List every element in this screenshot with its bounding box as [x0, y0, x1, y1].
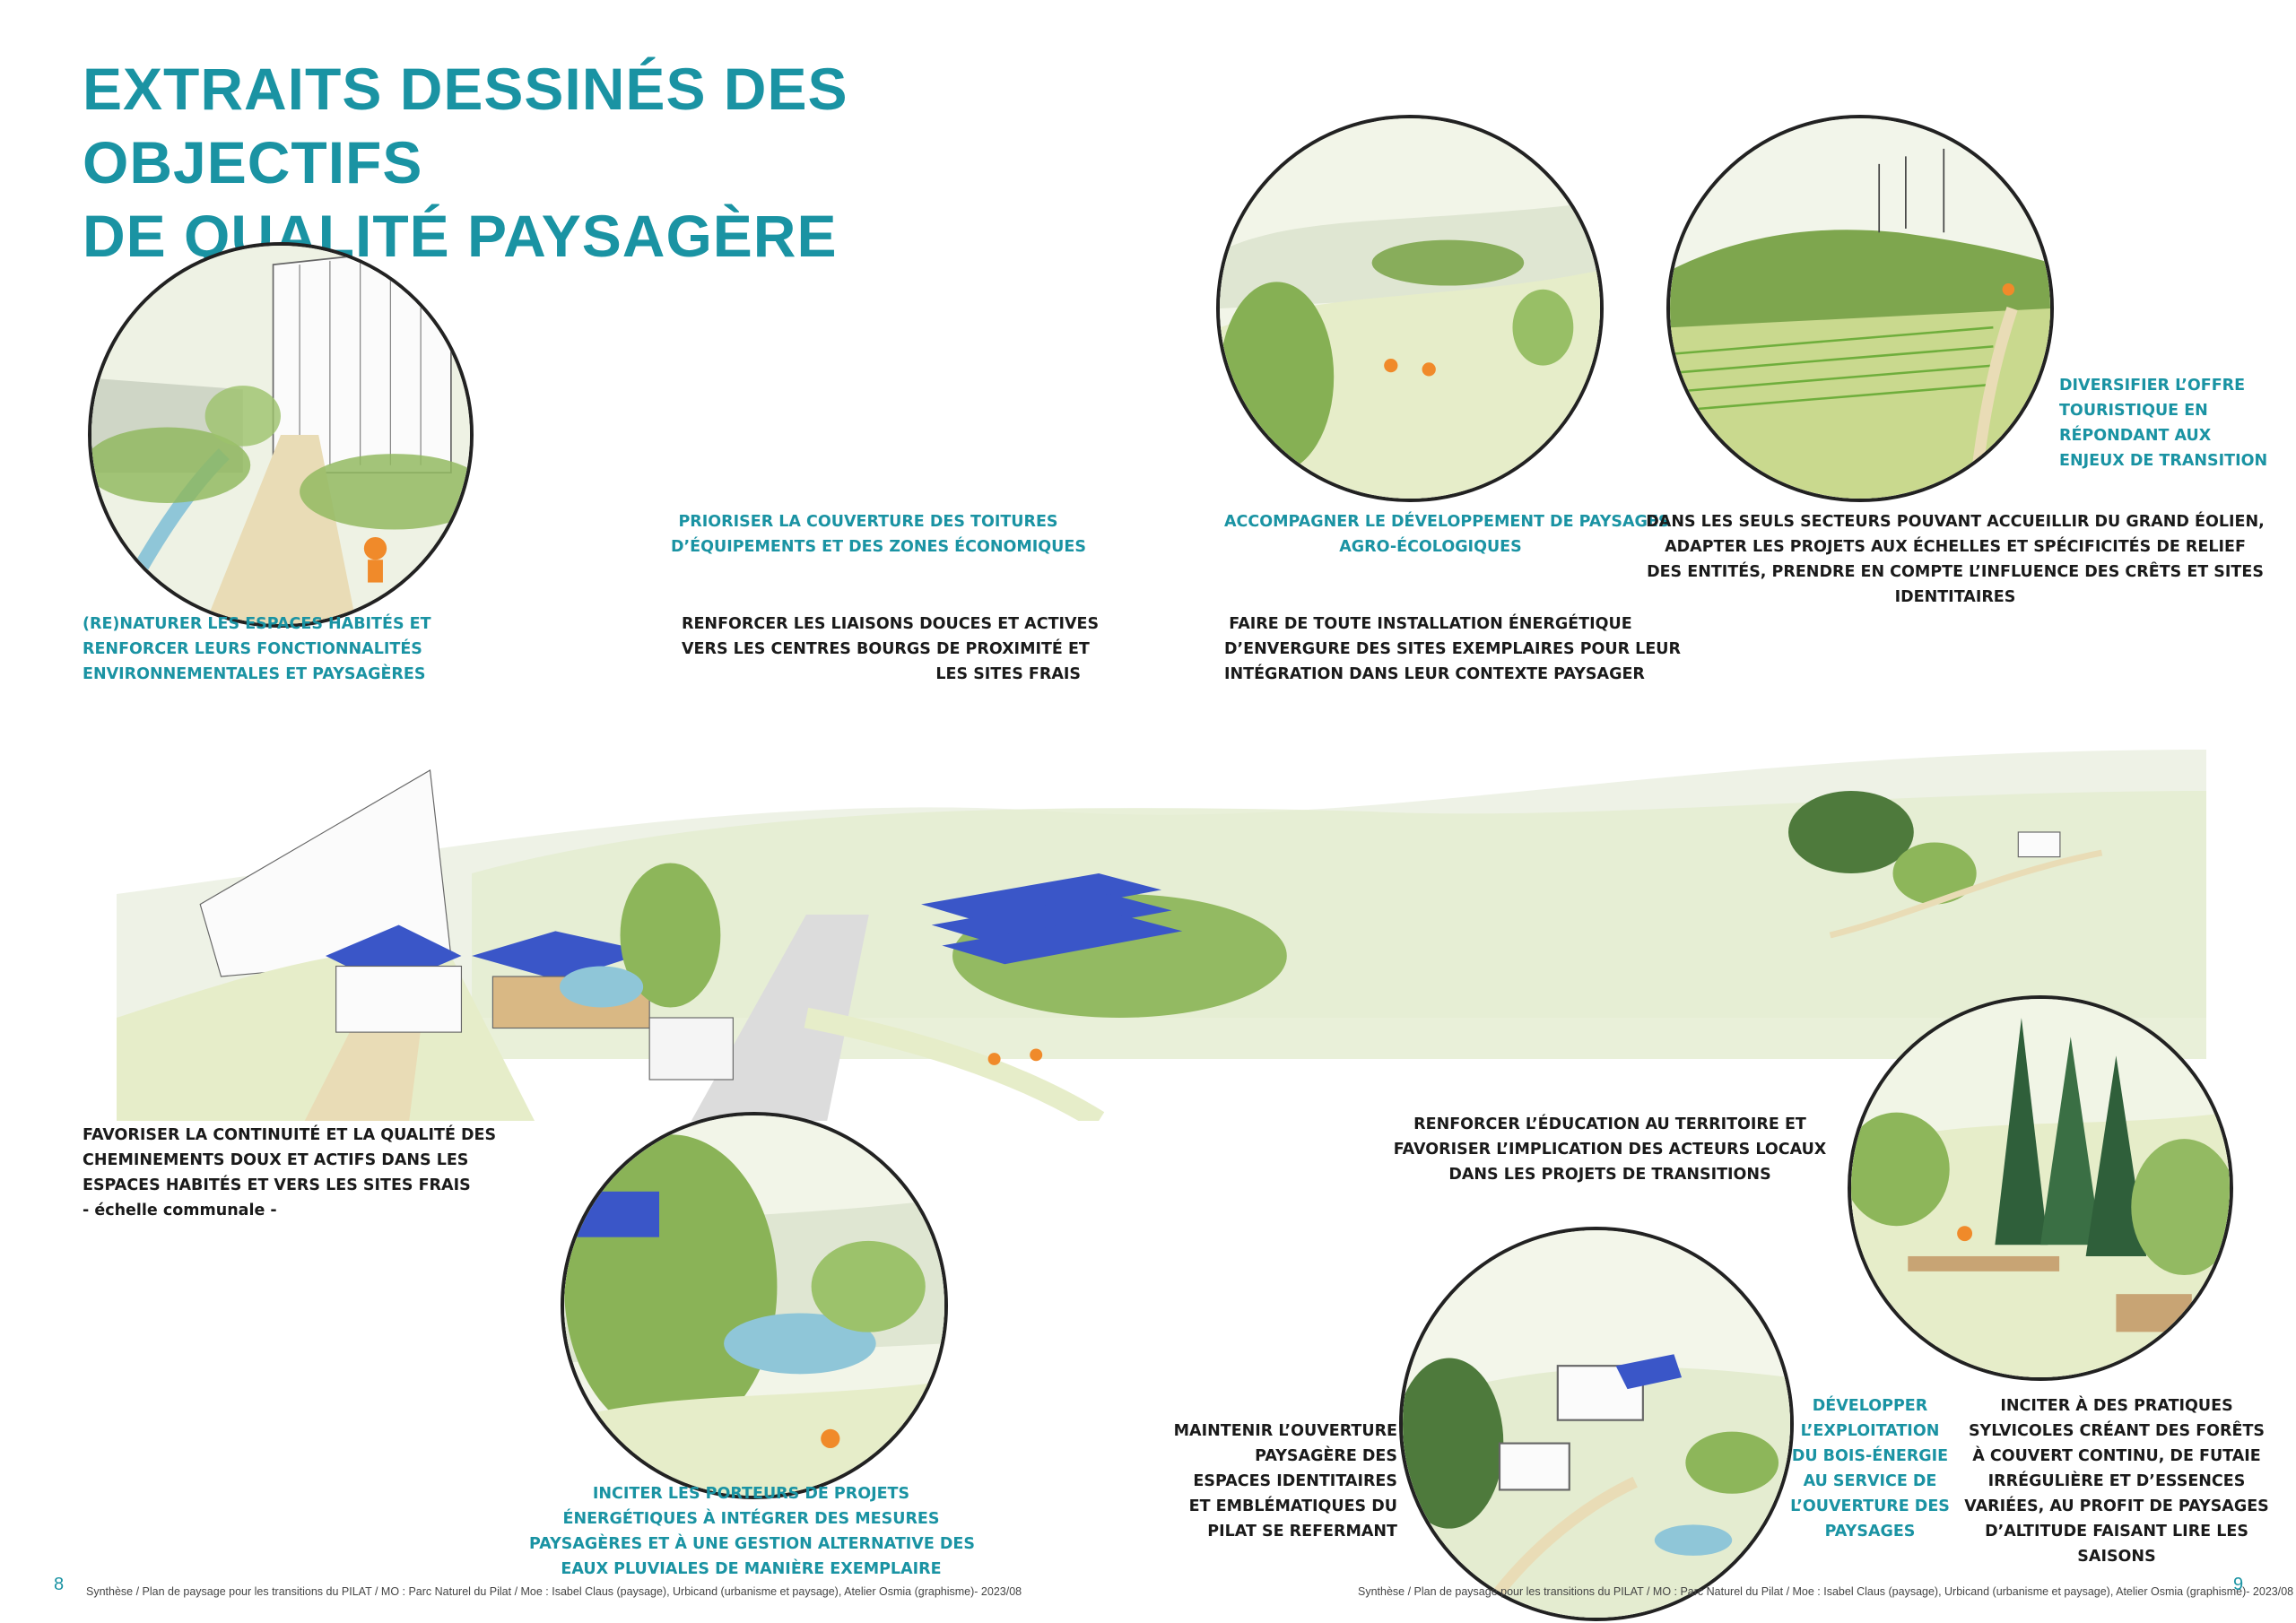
illustration-forest: [1848, 995, 2233, 1381]
caption-eolien: DANS LES SEULS SECTEURS POUVANT ACCUEILL…: [1646, 513, 2265, 606]
page-number-left: 8: [54, 1575, 65, 1594]
caption-accompagner: ACCOMPAGNER LE DÉVELOPPEMENT DE PAYSAGES…: [1224, 513, 1670, 556]
caption-sylvicoles: INCITER À DES PRATIQUES SYLVICOLES CRÉAN…: [1964, 1397, 2269, 1566]
caption-favoriser: FAVORISER LA CONTINUITÉ ET LA QUALITÉ DE…: [83, 1123, 496, 1223]
footer-credits-left: Synthèse / Plan de paysage pour les tran…: [86, 1585, 1022, 1598]
caption-education: RENFORCER L’ÉDUCATION AU TERRITOIRE ET F…: [1393, 1115, 1827, 1184]
page-title: EXTRAITS DESSINÉS DES OBJECTIFS DE QUALI…: [83, 52, 1159, 273]
caption-maintenir: MAINTENIR L’OUVERTURE PAYSAGÈRE DES ESPA…: [1173, 1422, 1397, 1541]
footer-credits-right: Synthèse / Plan de paysage pour les tran…: [1358, 1585, 2294, 1598]
landscape-panorama: [117, 708, 2206, 1130]
illustration-wind-turbines: [1666, 115, 2054, 502]
caption-developper: DÉVELOPPER L’EXPLOITATION DU BOIS-ÉNERGI…: [1790, 1397, 1950, 1541]
caption-faire: FAIRE DE TOUTE INSTALLATION ÉNERGÉTIQUE …: [1224, 615, 1681, 683]
caption-renaturer: (RE)NATURER LES ESPACES HABITÉS ET RENFO…: [83, 615, 431, 683]
page-number-right: 9: [2233, 1575, 2244, 1594]
caption-renforcer-liaisons: RENFORCER LES LIAISONS DOUCES ET ACTIVES…: [682, 615, 1100, 683]
title-line-1: EXTRAITS DESSINÉS DES OBJECTIFS: [83, 56, 848, 195]
caption-diversifier: DIVERSIFIER L’OFFRE TOURISTIQUE EN RÉPON…: [2059, 377, 2268, 470]
illustration-urban-street: [88, 242, 474, 628]
caption-inciter-porteurs: INCITER LES PORTEURS DE PROJETS ÉNERGÉTI…: [529, 1485, 975, 1578]
caption-favoriser-note: - échelle communale -: [83, 1202, 277, 1219]
illustration-rainwater-management: [561, 1112, 948, 1499]
illustration-agro-ecology: [1216, 115, 1604, 502]
caption-prioriser: PRIORISER LA COUVERTURE DES TOITURES D’É…: [671, 513, 1086, 556]
illustration-open-landscape: [1399, 1227, 1794, 1621]
